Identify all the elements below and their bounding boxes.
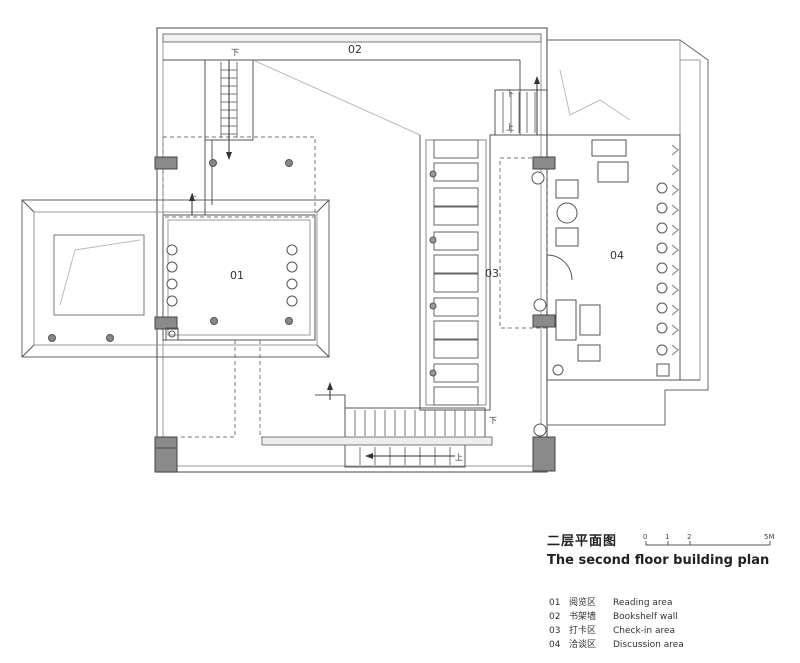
- legend-number: 03: [549, 626, 561, 636]
- legend-chinese: 书架墙: [569, 612, 597, 622]
- stair-top-right: [494, 89, 548, 136]
- reading-room: [162, 214, 316, 341]
- inner-wall: [162, 33, 542, 467]
- plan-title-english: The second floor building plan: [547, 553, 770, 568]
- scale-tick-2: 2: [687, 533, 691, 541]
- legend-number: 02: [549, 612, 561, 622]
- room-label-03: 03: [485, 267, 499, 280]
- stair-down-mark: 下: [506, 89, 514, 98]
- scale-bar: [645, 541, 771, 546]
- stair-up-mark: 上: [455, 453, 463, 462]
- legend-item: 02 书架墙 Bookshelf wall: [549, 610, 684, 624]
- legend-chinese: 阅览区: [569, 598, 597, 608]
- room-label-04: 04: [610, 249, 624, 262]
- legend-item: 01 阅览区 Reading area: [549, 596, 684, 610]
- stair-up-mark: 上: [189, 193, 197, 202]
- legend-english: Reading area: [613, 598, 673, 608]
- legend-item: 03 打卡区 Check-in area: [549, 624, 684, 638]
- scale-tick-5m: 5M: [764, 533, 775, 541]
- right-terrace: [546, 39, 709, 426]
- scale-tick-1: 1: [665, 533, 669, 541]
- plan-title-chinese: 二层平面图: [547, 534, 618, 549]
- room-label-01: 01: [230, 269, 244, 282]
- legend-english: Discussion area: [613, 640, 684, 650]
- outer-wall: [156, 27, 548, 473]
- legend-chinese: 洽谈区: [569, 640, 597, 650]
- legend-chinese: 打卡区: [569, 626, 597, 636]
- legend: 01 阅览区 Reading area 02 书架墙 Bookshelf wall 03…: [549, 596, 684, 652]
- stair-down-mark: 下: [231, 48, 239, 57]
- left-terrace: [21, 199, 330, 358]
- legend-number: 04: [549, 640, 561, 650]
- legend-english: Check-in area: [613, 626, 676, 636]
- scale-tick-0: 0: [643, 533, 647, 541]
- legend-number: 01: [549, 598, 561, 608]
- center-wall: [419, 60, 521, 411]
- bookshelf-wall-band: [162, 33, 542, 43]
- legend-english: Bookshelf wall: [613, 612, 678, 622]
- stair-down-mark: 下: [489, 416, 497, 425]
- stair-up-mark: 上: [506, 123, 514, 132]
- room-label-02: 02: [348, 43, 362, 56]
- legend-item: 04 洽谈区 Discussion area: [549, 638, 684, 652]
